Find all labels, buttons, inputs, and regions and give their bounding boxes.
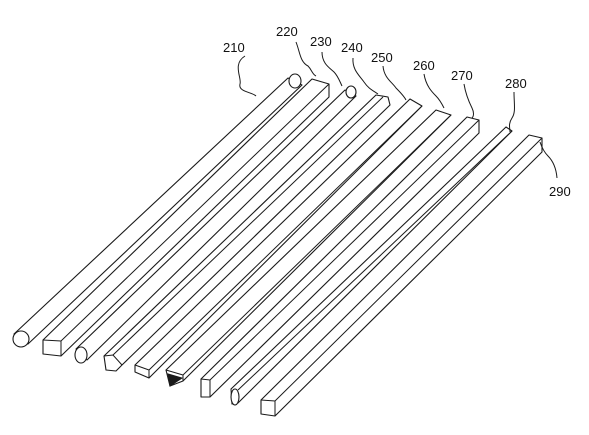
label-250: 250 bbox=[371, 50, 393, 65]
rod-230-round bbox=[74, 85, 357, 364]
rod-220-square bbox=[42, 78, 330, 357]
label-230: 230 bbox=[310, 34, 332, 49]
rod-280-oval bbox=[230, 126, 513, 406]
label-220: 220 bbox=[276, 24, 298, 39]
label-210: 210 bbox=[223, 40, 245, 55]
label-260: 260 bbox=[413, 58, 435, 73]
rod-290-rectangle bbox=[260, 134, 543, 417]
label-270: 270 bbox=[451, 68, 473, 83]
leader-lines bbox=[237, 41, 558, 179]
rod-260-triangle bbox=[165, 109, 452, 387]
rod-210-round bbox=[12, 73, 303, 348]
rod-270-rectangle bbox=[200, 116, 480, 398]
label-240: 240 bbox=[341, 40, 363, 55]
rod-240-pentagon bbox=[103, 94, 391, 372]
rod-250-flat bbox=[134, 98, 423, 379]
label-280: 280 bbox=[505, 76, 527, 91]
label-290: 290 bbox=[549, 184, 571, 199]
reference-labels: 210 220 230 240 250 260 270 280 290 bbox=[223, 24, 571, 199]
